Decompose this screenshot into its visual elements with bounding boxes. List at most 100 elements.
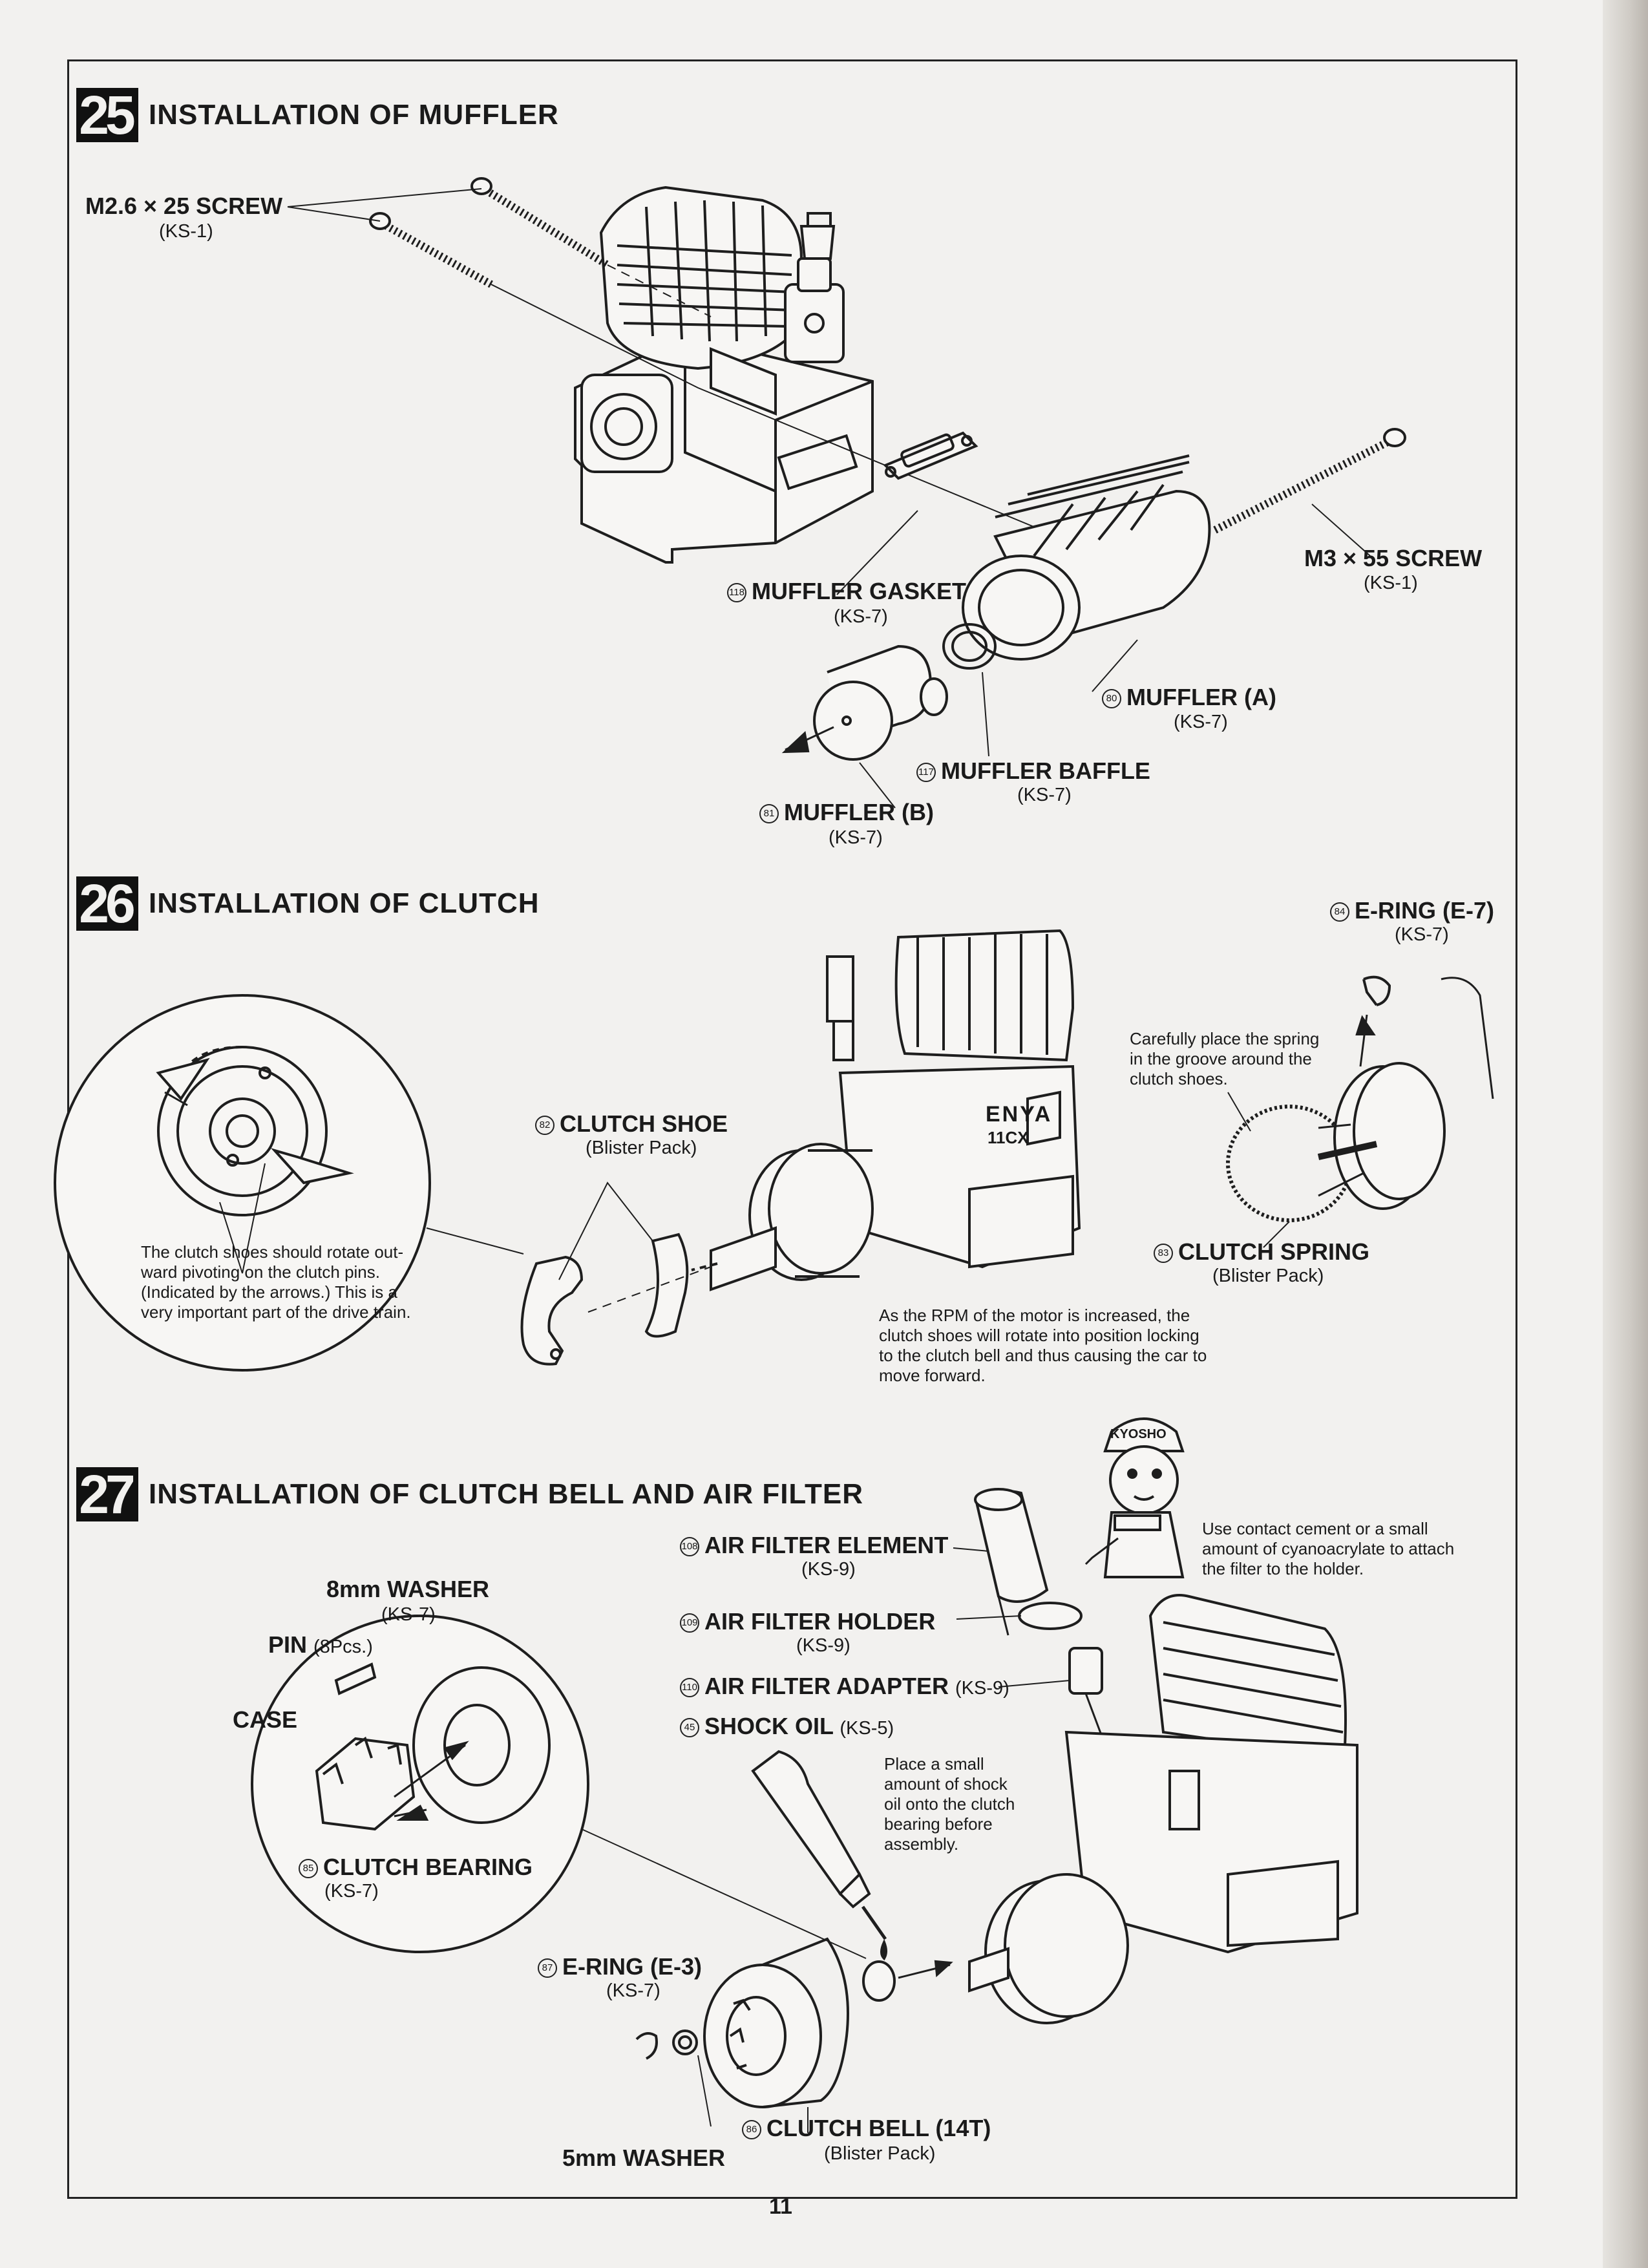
case-label: CASE xyxy=(233,1706,298,1733)
part-name: MUFFLER GASKET xyxy=(752,578,966,604)
section-title: INSTALLATION OF MUFFLER xyxy=(149,99,559,131)
section-25-header: 25 INSTALLATION OF MUFFLER xyxy=(76,88,559,142)
mascot-cap-logo: KYOSHO xyxy=(1110,1427,1167,1441)
page-number: 11 xyxy=(769,2194,792,2219)
part-name: AIR FILTER ELEMENT xyxy=(704,1532,949,1558)
note-line: clutch shoes. xyxy=(1130,1069,1228,1088)
engine-model-mark: 11CX xyxy=(988,1128,1029,1147)
note-line: bearing before xyxy=(884,1814,993,1834)
part-name: PIN xyxy=(268,1631,308,1658)
part-number-badge: 85 xyxy=(299,1859,318,1879)
clutch-engine-drawing xyxy=(691,929,1081,1291)
section-number: 26 xyxy=(76,876,138,931)
e-ring-e7-label: 84 E-RING (E-7) xyxy=(1330,897,1494,924)
part-number-badge: 83 xyxy=(1154,1244,1173,1264)
mascot-drawing xyxy=(1084,1417,1185,1578)
shock-oil-note: Place a small amount of shock oil onto t… xyxy=(884,1754,1015,1854)
washer-8mm-label: 8mm WASHER xyxy=(326,1576,490,1602)
section-title: INSTALLATION OF CLUTCH xyxy=(149,887,540,919)
m26-screw-code: (KS-1) xyxy=(159,221,213,242)
filter-engine-drawing xyxy=(953,1488,1358,2024)
pin-qty: (8Pcs.) xyxy=(313,1637,373,1657)
part-number-badge: 109 xyxy=(680,1613,699,1633)
part-name: CLUTCH BEARING xyxy=(323,1854,533,1880)
m26-screw-label: M2.6 × 25 SCREW xyxy=(85,193,283,219)
section-number: 27 xyxy=(76,1467,138,1521)
air-filter-element-label: 108 AIR FILTER ELEMENT xyxy=(680,1532,948,1559)
e-ring-e3-code: (KS-7) xyxy=(606,1980,660,2001)
note-line: to the clutch bell and thus causing the … xyxy=(879,1346,1207,1365)
note-line: assembly. xyxy=(884,1834,959,1854)
part-number-badge: 80 xyxy=(1102,689,1121,709)
part-number-badge: 45 xyxy=(680,1718,699,1738)
clutch-bell-code: (Blister Pack) xyxy=(824,2143,936,2164)
clutch-pins-note: The clutch shoes should rotate out- ward… xyxy=(141,1242,411,1322)
part-number-badge: 117 xyxy=(916,763,936,783)
note-line: the filter to the holder. xyxy=(1202,1559,1364,1578)
note-line: Place a small xyxy=(884,1754,984,1774)
note-line: As the RPM of the motor is increased, th… xyxy=(879,1306,1190,1325)
part-number-badge: 118 xyxy=(727,583,746,603)
spring-note: Carefully place the spring in the groove… xyxy=(1130,1029,1319,1089)
part-number-badge: 87 xyxy=(538,1958,557,1978)
note-line: oil onto the clutch xyxy=(884,1794,1015,1814)
washer-5mm-label: 5mm WASHER xyxy=(562,2145,726,2171)
part-name: E-RING (E-7) xyxy=(1355,897,1494,924)
part-name: AIR FILTER ADAPTER xyxy=(704,1673,949,1699)
part-number-badge: 84 xyxy=(1330,902,1349,922)
clutch-detail-circle xyxy=(54,994,524,1372)
section-26-header: 26 INSTALLATION OF CLUTCH xyxy=(76,876,540,931)
part-name: SHOCK OIL xyxy=(704,1713,834,1739)
muffler-gasket-code: (KS-7) xyxy=(834,606,888,627)
note-line: Use contact cement or a small xyxy=(1202,1519,1428,1538)
page-edge-shadow xyxy=(1603,0,1648,2268)
note-line: Carefully place the spring xyxy=(1130,1029,1320,1048)
part-number-badge: 82 xyxy=(535,1116,555,1136)
clutch-shoes-drawing xyxy=(520,1182,712,1366)
part-number-badge: 86 xyxy=(742,2120,761,2140)
part-name: E-RING (E-3) xyxy=(562,1953,702,1980)
air-filter-holder-label: 109 AIR FILTER HOLDER xyxy=(680,1608,935,1635)
shock-oil-bottle-drawing xyxy=(751,1750,887,1961)
muffler-parts-drawing xyxy=(781,428,1406,809)
part-name: CLUTCH BELL (14T) xyxy=(766,2115,991,2141)
m3-screw-code: (KS-1) xyxy=(1364,573,1418,593)
clutch-bearing-code: (KS-7) xyxy=(324,1881,379,1902)
muffler-engine-drawing xyxy=(574,185,874,564)
note-line: in the groove around the xyxy=(1130,1049,1312,1068)
section-number: 25 xyxy=(76,88,138,142)
part-code: (KS-9) xyxy=(955,1678,1009,1699)
note-line: clutch shoes will rotate into position l… xyxy=(879,1326,1199,1345)
section-27-header: 27 INSTALLATION OF CLUTCH BELL AND AIR F… xyxy=(76,1467,863,1521)
part-name: AIR FILTER HOLDER xyxy=(704,1608,936,1635)
note-line: very important part of the drive train. xyxy=(141,1302,411,1322)
m26-screws xyxy=(287,177,1073,544)
washer-8mm-code: (KS-7) xyxy=(381,1604,436,1625)
part-number-badge: 108 xyxy=(680,1537,699,1557)
part-name: CLUTCH SHOE xyxy=(560,1110,728,1137)
note-line: (Indicated by the arrows.) This is a xyxy=(141,1282,397,1302)
note-line: ward pivoting on the clutch pins. xyxy=(141,1262,380,1282)
part-number-badge: 81 xyxy=(759,804,779,824)
note-line: move forward. xyxy=(879,1366,986,1385)
note-line: amount of shock xyxy=(884,1774,1008,1794)
bearing-detail-circle xyxy=(251,1615,867,1959)
note-line: The clutch shoes should rotate out- xyxy=(141,1242,404,1262)
air-filter-element-code: (KS-9) xyxy=(801,1559,856,1580)
section-title: INSTALLATION OF CLUTCH BELL AND AIR FILT… xyxy=(149,1478,864,1510)
rpm-note: As the RPM of the motor is increased, th… xyxy=(879,1306,1207,1386)
note-line: amount of cyanoacrylate to attach xyxy=(1202,1539,1455,1558)
e-ring-e7-code: (KS-7) xyxy=(1395,924,1449,945)
engine-brand-mark: ENYA xyxy=(986,1102,1053,1127)
clutch-spring-drawing xyxy=(1226,975,1494,1248)
clutch-spring-code: (Blister Pack) xyxy=(1212,1266,1324,1286)
muffler-gasket-label: 118 MUFFLER GASKET xyxy=(727,578,966,605)
part-name: MUFFLER (B) xyxy=(784,799,934,825)
